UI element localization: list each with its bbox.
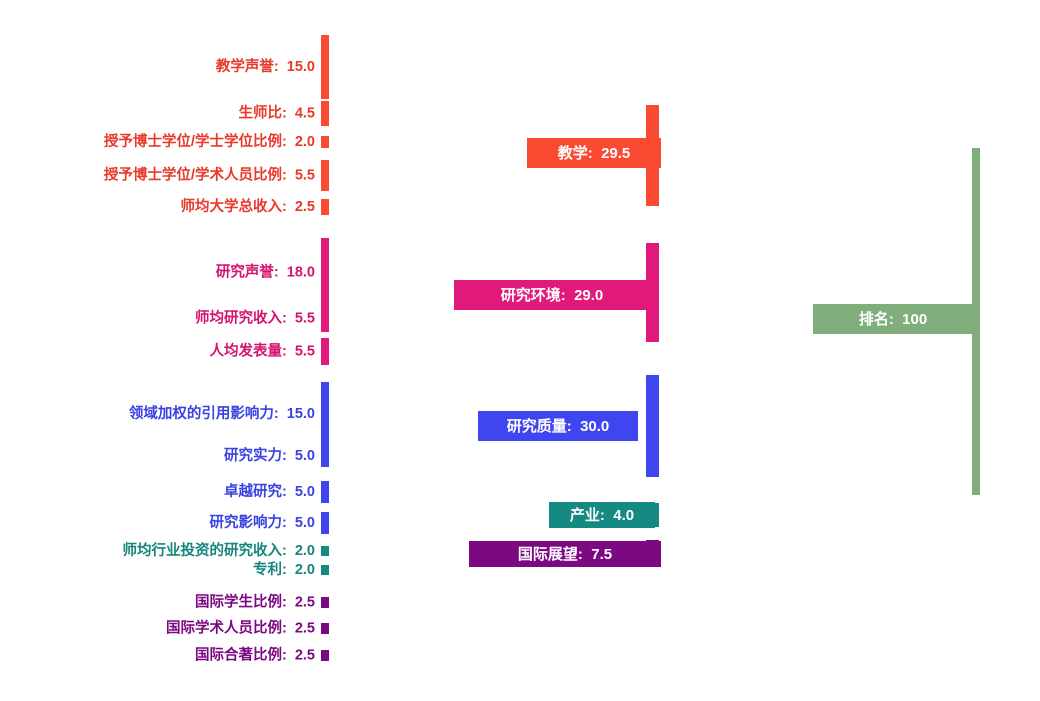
- sankey-middle-node[interactable]: [646, 375, 659, 477]
- sankey-source-label: 研究影响力: 5.0: [209, 513, 315, 531]
- sankey-source-node[interactable]: [321, 546, 329, 556]
- sankey-source-label: 教学声誉: 15.0: [215, 57, 315, 75]
- sankey-middle-label: 国际展望: 7.5: [518, 545, 612, 563]
- sankey-source-label: 专利: 2.0: [253, 560, 315, 578]
- sankey-source-node[interactable]: [321, 382, 329, 446]
- sankey-link: [659, 469, 972, 566]
- sankey-source-node[interactable]: [321, 650, 329, 661]
- sankey-middle-node[interactable]: [646, 243, 659, 342]
- sankey-link: [659, 105, 972, 250]
- sankey-middle-label: 产业: 4.0: [570, 506, 634, 524]
- sankey-link: [659, 455, 972, 527]
- sankey-source-node[interactable]: [321, 35, 329, 99]
- sankey-sink-label-box: [813, 304, 973, 334]
- sankey-middle-label: 研究环境: 29.0: [501, 286, 604, 304]
- sankey-source-label: 师均研究收入: 5.5: [195, 308, 315, 326]
- sankey-middle-label: 研究质量: 30.0: [507, 417, 610, 435]
- sankey-middle-label-box: [454, 280, 650, 310]
- sankey-source-node[interactable]: [321, 338, 329, 365]
- sankey-source-node[interactable]: [321, 481, 329, 503]
- sankey-source-label: 人均发表量: 5.5: [209, 341, 315, 359]
- sankey-source-label: 授予博士学位/学士学位比例: 2.0: [104, 132, 315, 150]
- sankey-sink-label: 排名: 100: [859, 310, 927, 328]
- sankey-source-label: 师均行业投资的研究收入: 2.0: [122, 541, 315, 559]
- sankey-source-node[interactable]: [321, 565, 329, 575]
- sankey-source-node[interactable]: [321, 199, 329, 215]
- sankey-source-node[interactable]: [321, 160, 329, 191]
- sankey-source-node[interactable]: [321, 623, 329, 634]
- sankey-link: [329, 557, 646, 661]
- sankey-source-label: 国际合著比例: 2.5: [195, 645, 315, 663]
- sankey-link: [329, 323, 646, 365]
- sankey-source-label: 授予博士学位/学术人员比例: 5.5: [104, 165, 315, 183]
- sankey-sink-node[interactable]: [972, 148, 980, 495]
- sankey-source-label: 卓越研究: 5.0: [224, 482, 315, 500]
- nodes-layer: [321, 35, 980, 661]
- sankey-middle-label-box: [478, 411, 638, 441]
- sankey-link: [659, 243, 972, 351]
- sankey-source-label: 国际学术人员比例: 2.5: [166, 618, 315, 636]
- sankey-link: [329, 443, 646, 503]
- sankey-link: [329, 197, 646, 215]
- sankey-source-label: 生师比: 4.5: [238, 103, 315, 121]
- sankey-middle-label-box: [469, 541, 661, 567]
- sankey-source-node[interactable]: [321, 101, 329, 126]
- sankey-source-node[interactable]: [321, 136, 329, 148]
- sankey-source-node[interactable]: [321, 597, 329, 608]
- labels-layer: 教学声誉: 15.0 生师比: 4.5 授予博士学位/学士学位比例: 2.0 授予博士…: [104, 57, 973, 663]
- sankey-middle-label-box: [549, 502, 655, 528]
- sankey-middle-label: 教学: 29.5: [557, 144, 631, 162]
- sankey-source-label: 师均大学总收入: 2.5: [180, 197, 315, 215]
- sankey-source-label: 国际学生比例: 2.5: [195, 592, 315, 610]
- sankey-source-node[interactable]: [321, 445, 329, 467]
- sankey-source-label: 研究声誉: 18.0: [216, 262, 315, 280]
- sankey-middle-label-box: [527, 138, 661, 168]
- sankey-source-label: 领域加权的引用影响力: 15.0: [129, 404, 315, 422]
- sankey-source-node[interactable]: [321, 512, 329, 534]
- sankey-link: [659, 351, 972, 477]
- sankey-source-node[interactable]: [321, 238, 329, 307]
- sankey-source-node[interactable]: [321, 305, 329, 332]
- sankey-source-label: 研究实力: 5.0: [224, 446, 315, 464]
